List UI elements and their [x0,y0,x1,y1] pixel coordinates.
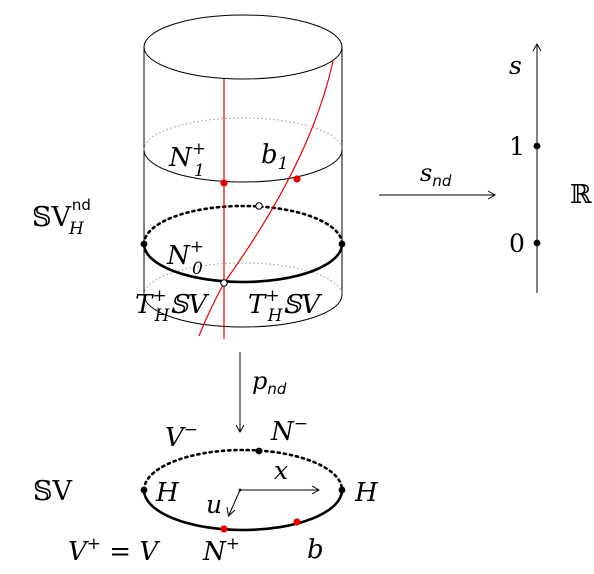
label-reals: ℝ [570,180,592,210]
label-n1-plus: N+1 [168,139,206,181]
point-b [293,518,301,526]
point-right-h-level0 [338,240,346,248]
label-s-axis: s [509,51,522,80]
label-v-plus-eq-v: V+ = V [68,534,160,567]
point-b1 [293,175,301,183]
sv-circle-front [142,489,344,532]
origin-dot [238,488,242,492]
label-b1: b1 [261,140,288,174]
label-svh-nd: 𝕊VHnd [32,196,91,239]
label-h-left: H [155,478,180,508]
label-n-minus: N− [270,414,308,447]
level-zero-back [142,204,344,246]
arrow-pnd [235,352,245,434]
label-b: b [307,535,324,565]
cylinder-bottom-front [143,294,343,328]
point-n-plus [220,525,228,533]
level-one-back [143,117,343,151]
level-zero-front [142,243,344,284]
label-v-minus: V− [165,420,198,453]
label-th-sv-left: T+H𝕊V [135,286,209,326]
s-axis [532,42,542,293]
label-h-right: H [354,478,379,508]
point-open-bottom [220,279,228,287]
cylinder-bottom-back [143,262,343,296]
label-snd: snd [420,159,452,190]
u-vector [226,489,241,517]
label-pnd: pnd [252,367,287,398]
sv-circle-back [142,448,344,492]
arrow-snd [379,190,497,200]
label-tick-one: 1 [509,132,525,161]
tick-point-one [533,142,541,150]
label-sv: 𝕊V [33,476,72,507]
label-x: x [274,456,288,485]
red-curves [198,60,334,339]
point-h-left [140,486,148,494]
point-h-right [338,486,346,494]
level-one-front [143,149,343,183]
label-n-plus: N+ [202,534,240,567]
label-n0-plus: N+0 [166,237,204,279]
x-vector [240,485,321,495]
point-n-minus [255,447,263,455]
cylinder [142,14,344,328]
sv-circle [142,448,344,532]
point-n1-plus [220,179,228,187]
point-left-h-level0 [140,240,148,248]
tick-point-zero [533,239,541,247]
label-tick-zero: 0 [509,229,525,258]
cylinder-top-ellipse [143,14,343,80]
point-open-top [255,202,263,210]
slanted-red-curve [198,60,334,337]
label-th-sv-right: T+H𝕊V [248,286,322,326]
label-u: u [206,490,222,519]
